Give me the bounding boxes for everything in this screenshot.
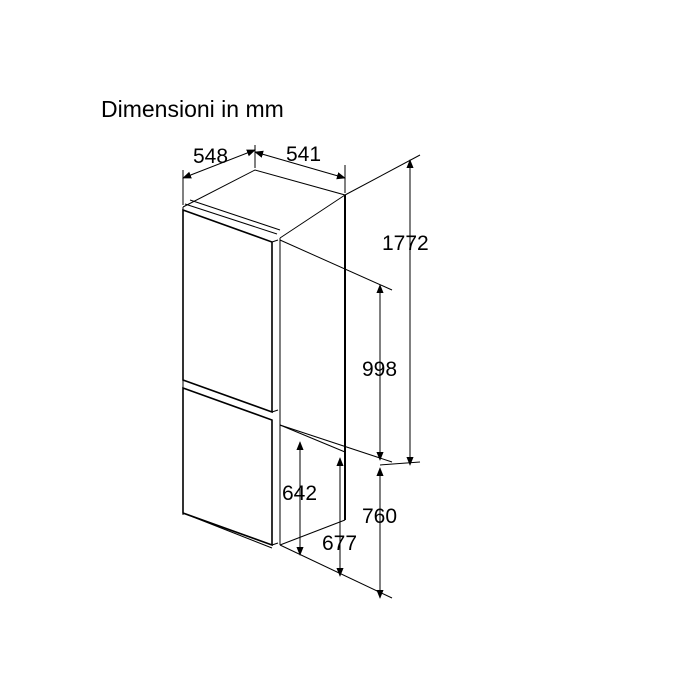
lower-door <box>182 386 279 549</box>
upper-height-label: 998 <box>362 358 397 381</box>
width-label: 541 <box>286 143 321 166</box>
upper-height-dimension <box>279 239 393 463</box>
diagram-title: Dimensioni in mm <box>101 96 284 122</box>
fridge-body <box>182 169 347 546</box>
width-dimension <box>254 150 346 193</box>
lower-section-dimension <box>279 424 346 577</box>
lower-door-label: 642 <box>282 482 317 505</box>
upper-door <box>182 208 279 414</box>
total-height-dimension <box>344 154 421 466</box>
depth-label: 548 <box>193 145 228 168</box>
lower-section-label: 677 <box>322 532 357 555</box>
lower-height-label: 760 <box>362 505 397 528</box>
total-height-label: 1772 <box>382 232 429 255</box>
